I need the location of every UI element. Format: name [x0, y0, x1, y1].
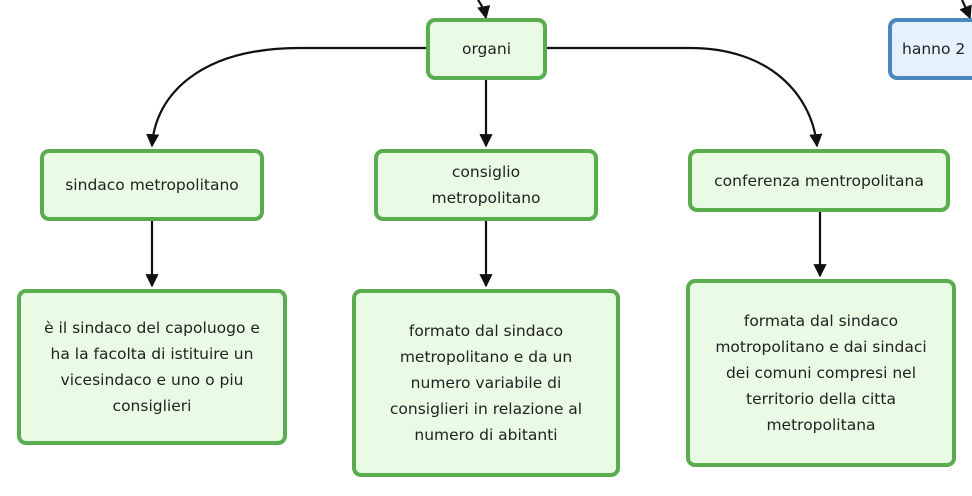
- node-consiglio-metropolitano[interactable]: consiglio metropolitano: [374, 149, 598, 221]
- node-organi[interactable]: organi: [426, 18, 547, 80]
- node-hanno[interactable]: hanno 2: [888, 18, 972, 80]
- edge-organi-sindaco: [146, 46, 428, 148]
- node-sindaco-description[interactable]: è il sindaco del capoluogo e ha la facol…: [17, 289, 287, 445]
- node-sindaco-metropolitano[interactable]: sindaco metropolitano: [40, 149, 264, 221]
- node-conferenza-metropolitana[interactable]: conferenza mentropolitana: [688, 149, 950, 212]
- edge-organi-conferenza: [545, 46, 823, 148]
- node-conferenza-description[interactable]: formata dal sindaco motropolitano e dai …: [686, 279, 956, 467]
- edge-incoming-hanno: [959, 0, 972, 20]
- node-consiglio-description[interactable]: formato dal sindaco metropolitano e da u…: [352, 289, 620, 477]
- edge-incoming-organi: [477, 0, 491, 20]
